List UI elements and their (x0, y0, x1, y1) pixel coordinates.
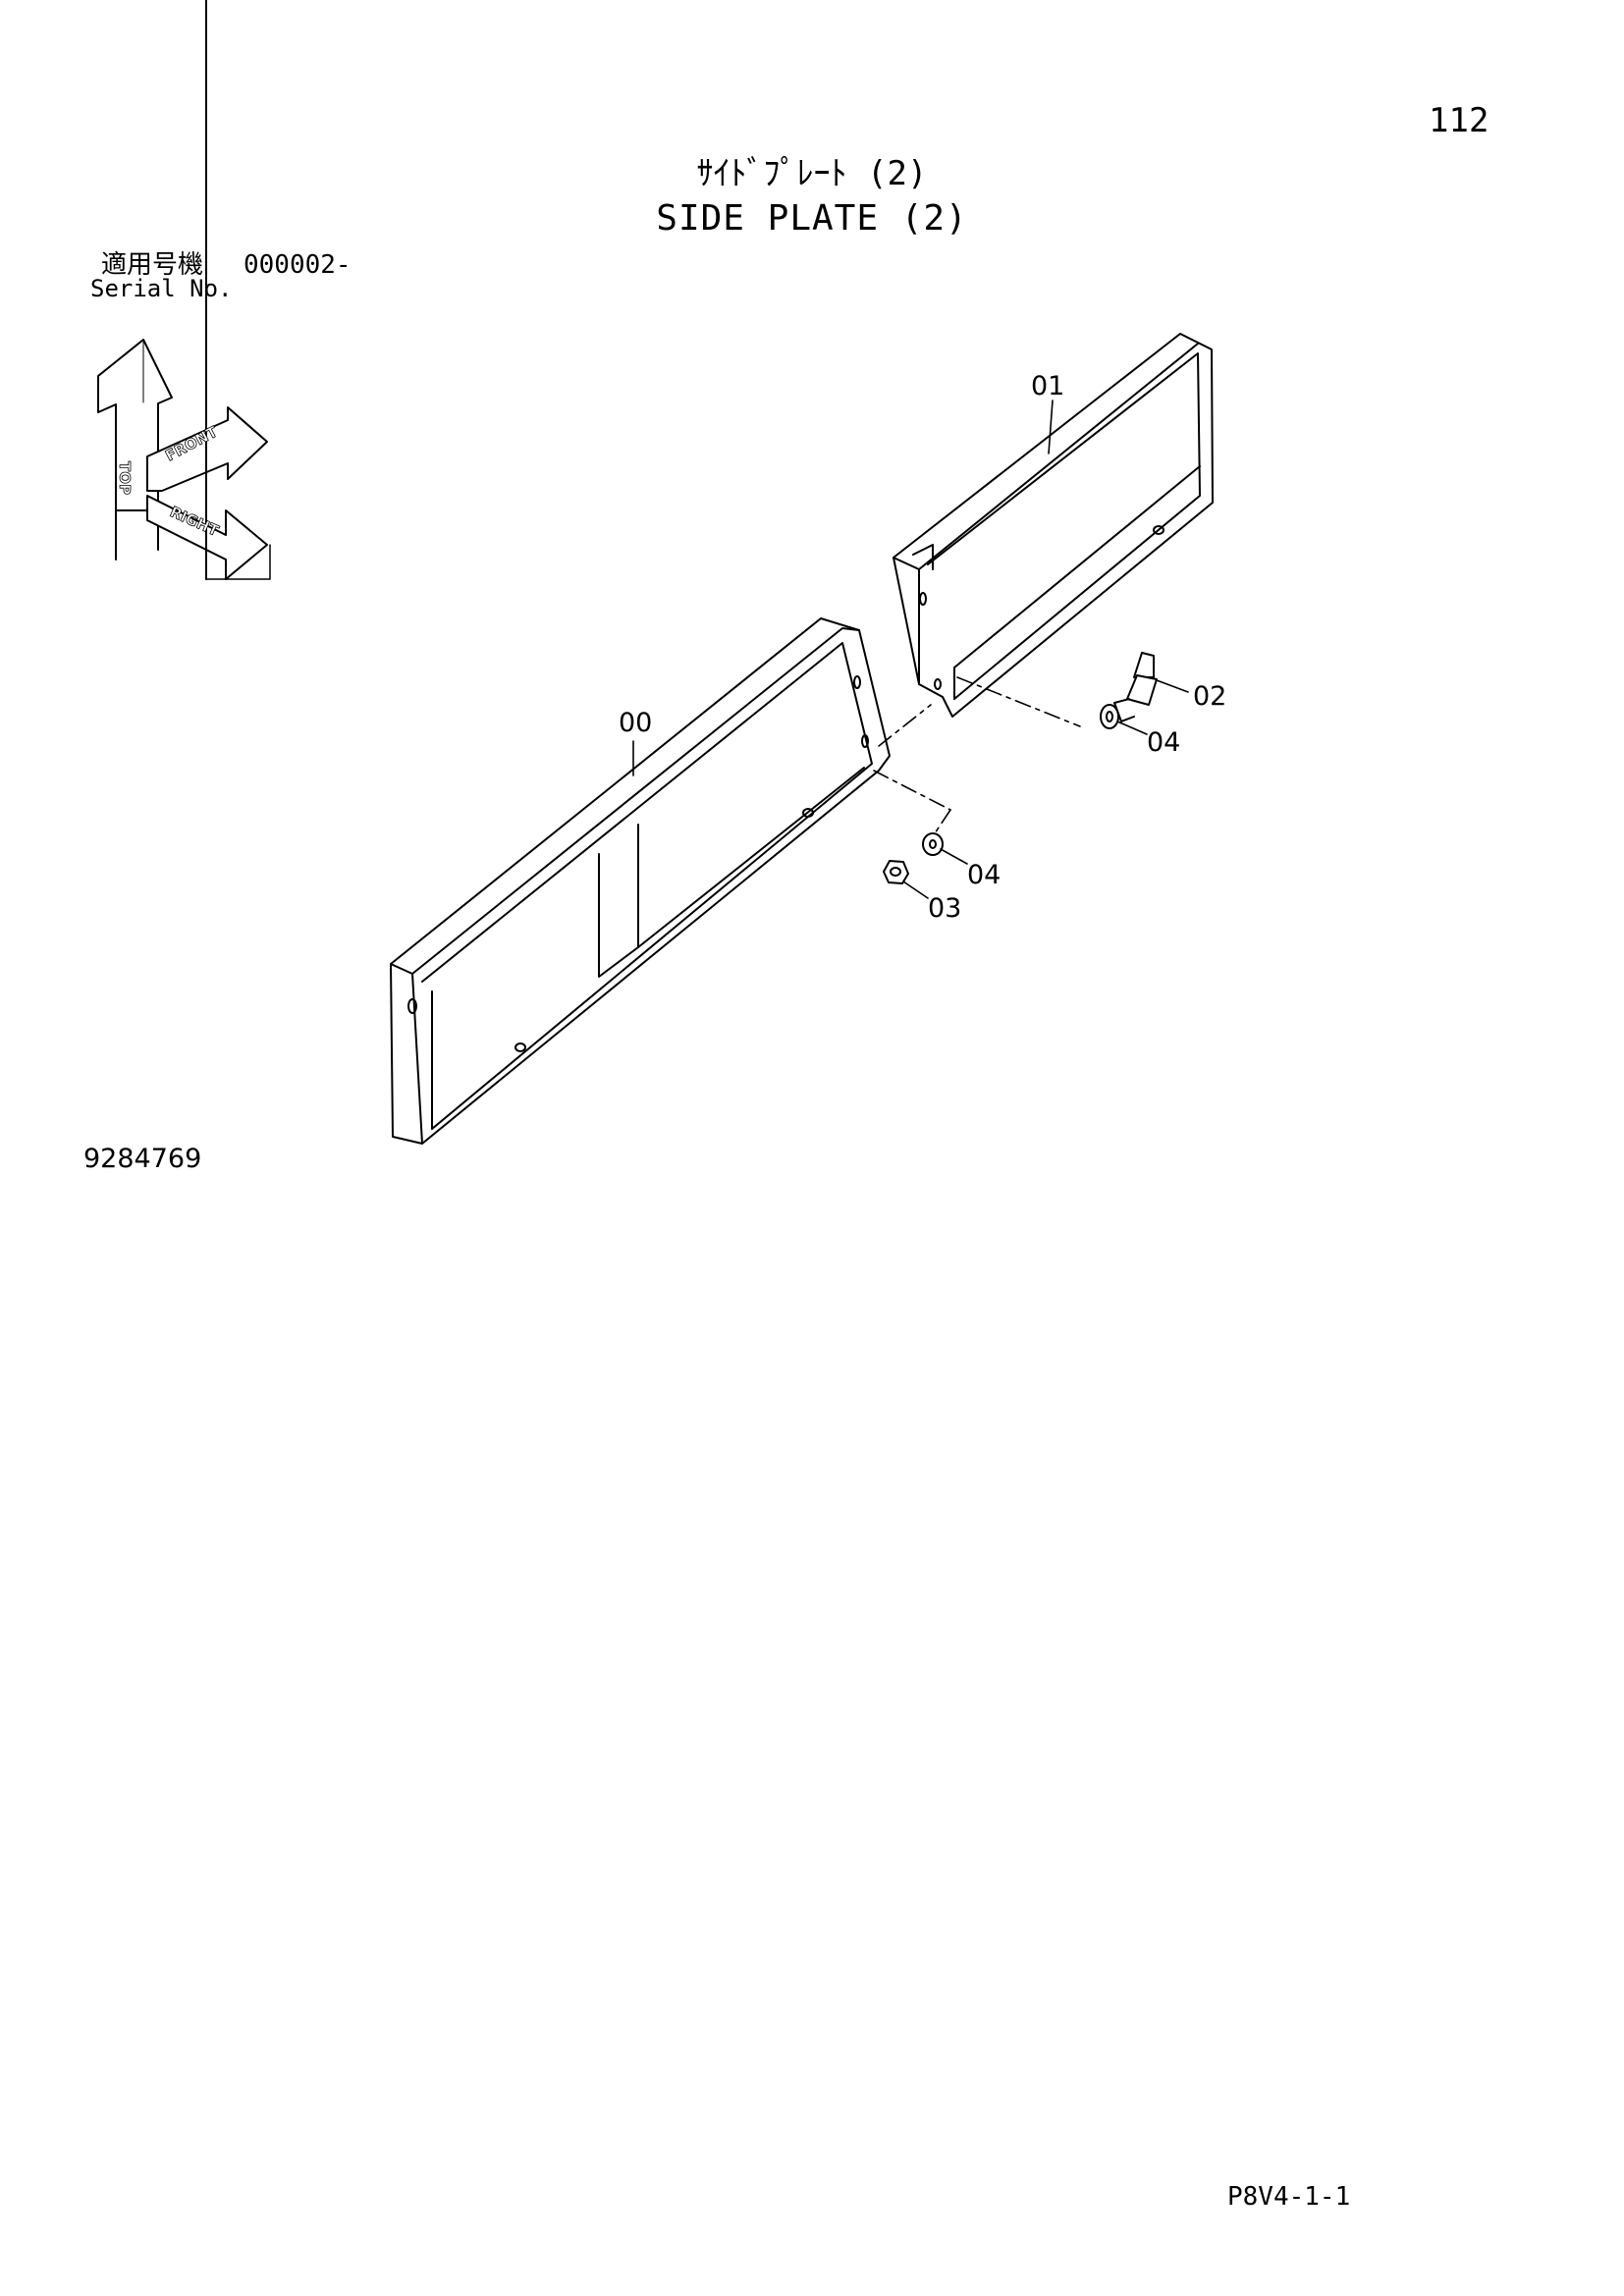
frame-hole-left (407, 998, 417, 1014)
part-04-washer-upper (1100, 704, 1119, 729)
frame-hole-bottom (514, 1042, 526, 1052)
orientation-indicator: TOP FRONT RIGHT (97, 0, 271, 580)
callout-part-01: 01 (1031, 371, 1064, 401)
part-04-washer-lower (922, 832, 944, 856)
serial-value: 000002- (244, 250, 352, 280)
washer-upper-hole (1106, 711, 1113, 722)
callout-part-03: 03 (928, 893, 961, 924)
frame-hole-end-bottom (861, 734, 869, 748)
leader-lines (632, 400, 1189, 899)
page-title-english: SIDE PLATE (2) (656, 198, 968, 239)
page-title-japanese: ｻｲﾄﾞﾌﾟﾚｰﾄ (2) (696, 154, 928, 193)
part-01-side-plate (893, 333, 1214, 718)
assembly-lines (873, 676, 1081, 840)
callout-part-04-upper: 04 (1147, 727, 1180, 758)
drawing-number: 9284769 (83, 1144, 202, 1174)
plate-hole-bottom (934, 678, 942, 690)
frame-hole-mid (802, 808, 814, 818)
part-03-nut (883, 860, 909, 884)
serial-label-english: Serial No. (90, 275, 233, 302)
plate-hole-top (919, 592, 927, 606)
callout-part-00: 00 (619, 708, 652, 738)
part-02-bolt (1113, 652, 1158, 722)
page-number: 112 (1429, 101, 1489, 140)
right-arrow (146, 0, 271, 580)
washer-lower-hole (929, 839, 937, 849)
frame-hole-end-top (853, 675, 861, 689)
page-code: P8V4-1-1 (1227, 2182, 1351, 2212)
callout-part-04-lower: 04 (967, 860, 1001, 890)
plate-hole-mid (1153, 525, 1164, 535)
callout-part-02: 02 (1193, 681, 1226, 712)
part-00-side-plate-frame (390, 617, 891, 1145)
orientation-top-label: TOP (116, 461, 134, 495)
serial-label-japanese: 適用号機 (101, 250, 204, 280)
